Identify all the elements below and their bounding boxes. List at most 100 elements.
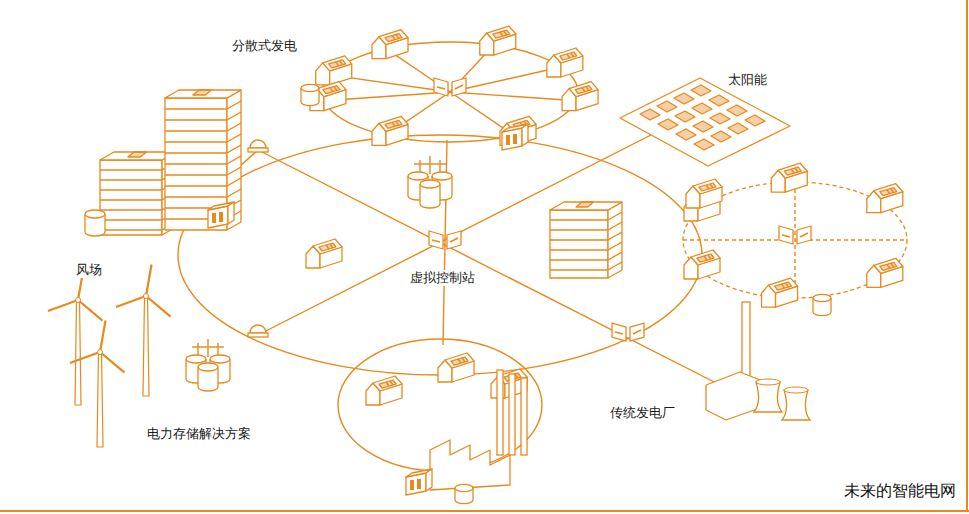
solar-array (675, 111, 695, 122)
floor-line (165, 141, 227, 142)
cooling-tower-icon (782, 387, 810, 420)
house-roof (313, 239, 342, 254)
building-side (608, 202, 622, 278)
chimney (521, 378, 527, 455)
house-roof (874, 184, 903, 199)
plant-chimney (742, 302, 750, 382)
house-icon (762, 278, 798, 307)
solar-panel (775, 282, 792, 290)
cabinet-icon (502, 124, 528, 150)
solar-array (657, 101, 677, 112)
house-icon (547, 48, 583, 77)
turbine-hub (98, 350, 103, 355)
floor-line (608, 252, 622, 260)
house-roof (379, 116, 408, 131)
floor-line (550, 259, 608, 260)
tank-top (210, 355, 230, 363)
panel-grid (887, 264, 890, 268)
solar-array (711, 131, 731, 142)
storage-icon (414, 156, 446, 174)
panel-grid (567, 54, 570, 58)
floor-line (227, 112, 241, 120)
monitor-trace (782, 235, 790, 237)
lamp-icon (248, 325, 268, 337)
monitor-trace (633, 330, 641, 334)
house-roof (569, 82, 598, 97)
solar-array (709, 95, 729, 106)
solar-panel (560, 52, 577, 60)
floor-line (608, 212, 622, 220)
lamp-base (248, 333, 268, 337)
floor-line (550, 249, 608, 250)
part-label: 传统发电厂 (608, 405, 677, 421)
solar-array (676, 129, 696, 140)
part-label: 风场 (74, 262, 104, 278)
tank-top (85, 210, 105, 218)
panel-grid (326, 245, 329, 249)
floor-line (550, 219, 608, 220)
turbine-blade (146, 264, 152, 296)
floor-line (165, 185, 227, 186)
grid-wires (178, 42, 907, 471)
floor-line (608, 262, 622, 270)
pipe (207, 339, 208, 357)
turbine-tower (143, 296, 149, 396)
house-roof (874, 258, 903, 273)
tank-icon (420, 180, 440, 208)
building-front (550, 210, 608, 278)
solar-array (745, 115, 765, 126)
panel-grid (500, 32, 503, 36)
tank-icon (455, 484, 473, 503)
solar-array (693, 121, 713, 132)
house-icon (306, 239, 342, 268)
panel-grid (706, 185, 709, 189)
chimney (497, 370, 503, 455)
floor-line (227, 145, 241, 153)
house-roof (778, 163, 807, 178)
tank-top (455, 484, 473, 491)
house-roof (769, 278, 798, 293)
lamp-dome (250, 325, 266, 333)
cooling-top (784, 387, 808, 393)
monitor-trace (437, 87, 445, 89)
turbine-blade (116, 296, 146, 307)
panel-grid (462, 358, 465, 362)
solar-panel (697, 254, 714, 262)
tank-top (301, 84, 319, 91)
floor-line (227, 189, 241, 197)
house-roof (554, 48, 583, 63)
panel-grid (392, 122, 395, 126)
control-monitor-icon (612, 323, 644, 341)
monitor-trace (800, 233, 808, 237)
spoke-line (450, 92, 576, 101)
planned-cluster-ring (683, 182, 907, 298)
wind-turbine-icon (48, 268, 103, 405)
floor-line (165, 152, 227, 153)
storage-icon (192, 339, 224, 357)
floor-line (100, 179, 162, 180)
cooling-tower (782, 390, 810, 420)
panel-grid (571, 53, 574, 57)
panel-grid (392, 36, 395, 40)
house-icon (771, 163, 807, 192)
lamp-icon (248, 140, 268, 152)
monitor-trace (432, 240, 440, 242)
solar-field (620, 78, 790, 166)
turbine-blade (146, 296, 171, 317)
panel-grid (586, 87, 589, 91)
tank-top (432, 172, 452, 180)
factory-icon (430, 370, 527, 490)
cooling-top (756, 379, 780, 385)
floor-line (165, 174, 227, 175)
floor-line (227, 123, 241, 131)
wind-turbine-icon (116, 264, 171, 396)
floor-line (165, 119, 227, 120)
turbine-blade (100, 320, 106, 352)
pipe (217, 343, 218, 355)
panel-grid (710, 184, 713, 188)
cabinet-side (522, 124, 528, 146)
panel-grid (396, 121, 399, 125)
monitor-trace (450, 238, 458, 242)
turbine-blade (48, 300, 78, 311)
